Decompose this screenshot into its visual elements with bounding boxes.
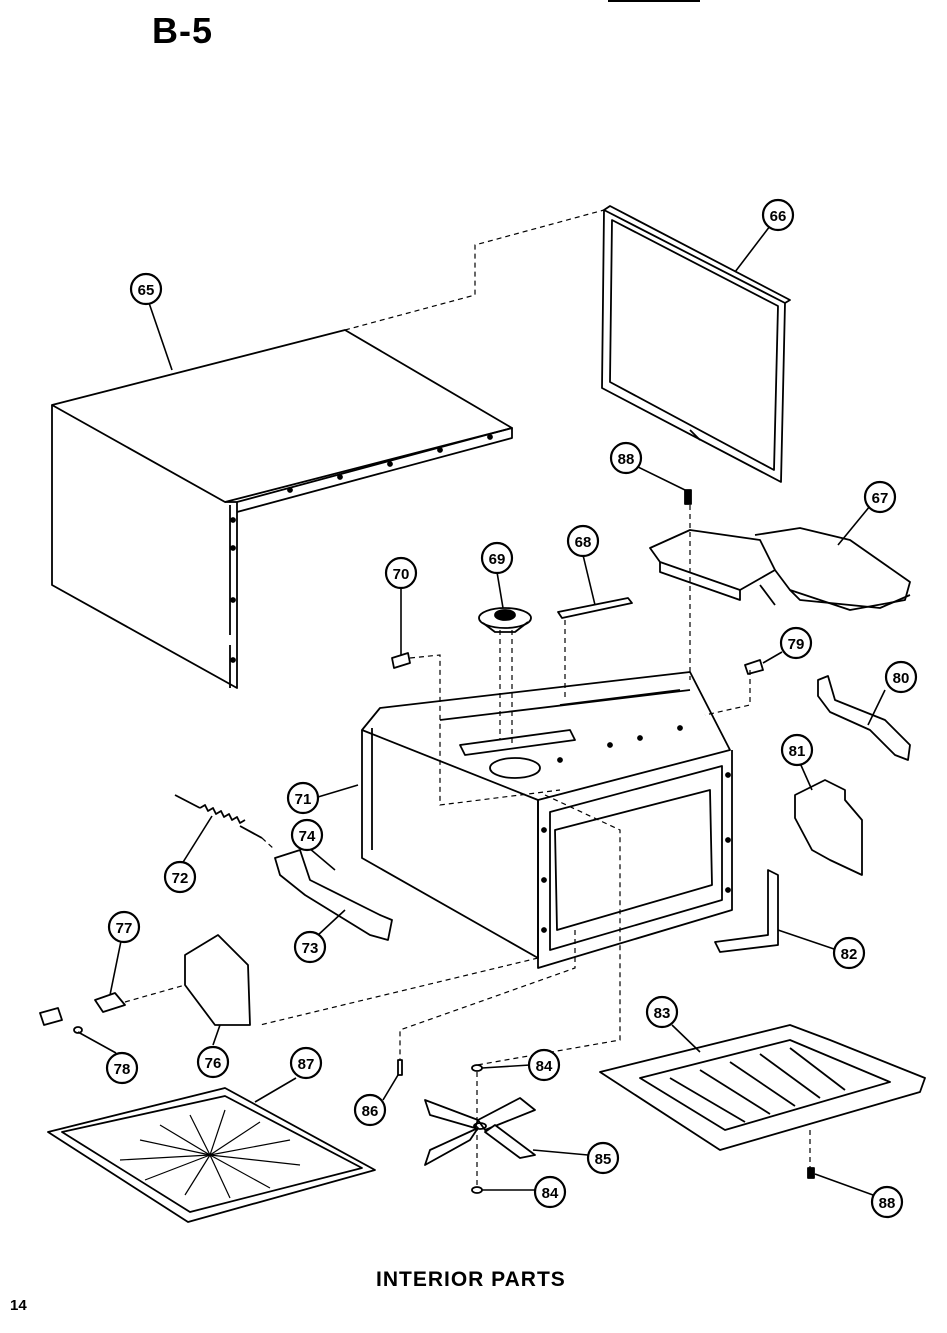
callout-86: 86 <box>353 1093 387 1127</box>
section-code: B-5 <box>152 10 214 51</box>
svg-text:81: 81 <box>789 743 806 760</box>
back-panel-part <box>601 205 791 483</box>
svg-text:85: 85 <box>595 1151 612 1168</box>
svg-text:71: 71 <box>295 791 312 808</box>
callout-74: 74 <box>290 818 324 852</box>
callout-88-bottom: 88 <box>870 1185 904 1219</box>
callouts: 65 66 67 68 69 70 71 72 73 74 76 77 78 7… <box>105 198 918 1219</box>
callout-84-lower: 84 <box>533 1175 567 1209</box>
svg-text:87: 87 <box>298 1056 315 1073</box>
oven-cavity-part <box>361 671 733 969</box>
callout-81: 81 <box>780 733 814 767</box>
svg-text:74: 74 <box>299 828 316 845</box>
switch-plate-part <box>39 1007 63 1026</box>
callout-66: 66 <box>761 198 795 232</box>
callout-84-upper: 84 <box>527 1048 561 1082</box>
svg-text:88: 88 <box>879 1195 896 1212</box>
callout-68: 68 <box>566 524 600 558</box>
svg-text:83: 83 <box>654 1005 671 1022</box>
svg-text:68: 68 <box>575 534 592 551</box>
svg-text:67: 67 <box>872 490 889 507</box>
motor-mount-part <box>478 607 532 633</box>
svg-text:82: 82 <box>841 946 858 963</box>
top-rail-part <box>557 597 633 619</box>
bottom-tray-part <box>599 1024 926 1151</box>
callout-70: 70 <box>384 556 418 590</box>
page-number: 14 <box>10 1297 27 1314</box>
outer-case-part <box>51 329 513 689</box>
svg-text:80: 80 <box>893 670 910 687</box>
stirrer-fan-part <box>424 1097 536 1166</box>
oven-tray-part <box>47 1087 376 1223</box>
svg-text:73: 73 <box>302 940 319 957</box>
callout-72: 72 <box>163 860 197 894</box>
svg-text:72: 72 <box>172 870 189 887</box>
duct-cover-part <box>649 527 911 611</box>
side-bracket-part <box>184 934 251 1026</box>
clip-right-part <box>744 659 764 675</box>
callout-67: 67 <box>863 480 897 514</box>
svg-text:84: 84 <box>542 1185 559 1202</box>
callout-83: 83 <box>645 995 679 1029</box>
callout-65: 65 <box>129 272 163 306</box>
callout-80: 80 <box>884 660 918 694</box>
hinge-bracket-part <box>794 779 863 876</box>
svg-text:66: 66 <box>770 208 787 225</box>
svg-text:65: 65 <box>138 282 155 299</box>
svg-text:84: 84 <box>536 1058 553 1075</box>
svg-text:86: 86 <box>362 1103 379 1120</box>
spring-part <box>174 794 263 839</box>
clip-left-part <box>391 652 411 669</box>
top-edge-mark <box>608 0 700 2</box>
callout-85: 85 <box>586 1141 620 1175</box>
svg-text:77: 77 <box>116 920 133 937</box>
svg-text:79: 79 <box>788 636 805 653</box>
svg-text:69: 69 <box>489 551 506 568</box>
latch-lever-part <box>274 849 393 941</box>
link-arm-part <box>817 675 911 761</box>
callout-77: 77 <box>107 910 141 944</box>
leader-lines <box>77 225 886 1196</box>
callout-82: 82 <box>832 936 866 970</box>
callout-71: 71 <box>286 781 320 815</box>
callout-76: 76 <box>196 1045 230 1079</box>
svg-text:76: 76 <box>205 1055 222 1072</box>
assembly-lines <box>124 209 811 1188</box>
callout-87: 87 <box>289 1046 323 1080</box>
svg-text:88: 88 <box>618 451 635 468</box>
switch-part <box>94 992 126 1013</box>
angle-bracket-part <box>714 869 779 953</box>
diagram-caption: INTERIOR PARTS <box>376 1268 566 1291</box>
callout-79: 79 <box>779 626 813 660</box>
callout-78: 78 <box>105 1051 139 1085</box>
callout-88-top: 88 <box>609 441 643 475</box>
svg-text:78: 78 <box>114 1061 131 1078</box>
callout-69: 69 <box>480 541 514 575</box>
svg-text:70: 70 <box>393 566 410 583</box>
callout-73: 73 <box>293 930 327 964</box>
